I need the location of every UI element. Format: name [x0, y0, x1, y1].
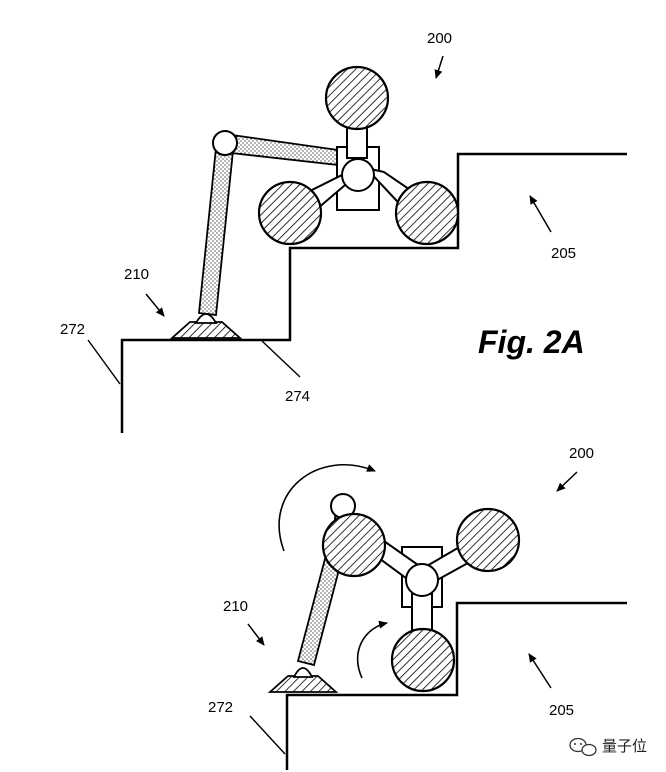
bottom-hub	[405, 563, 439, 597]
top-ref-205: 205	[551, 245, 576, 262]
top-ref-210: 210	[124, 266, 149, 283]
bottom-arm-foot	[267, 675, 339, 693]
top-leader-274	[261, 340, 301, 378]
top-wheel-right	[394, 180, 460, 246]
watermark: 量子位	[569, 737, 647, 757]
top-arrow-205	[529, 195, 552, 233]
bottom-arrow-210	[247, 623, 265, 646]
top-hub	[341, 158, 375, 192]
top-arm-lower	[198, 146, 234, 317]
top-ref-272: 272	[60, 321, 85, 338]
top-ref-274: 274	[285, 388, 310, 405]
bottom-wheel-lower	[390, 627, 456, 693]
bottom-ref-210: 210	[223, 598, 248, 615]
rotation-arrow-small	[356, 620, 388, 679]
bottom-leader-272	[249, 715, 286, 755]
bottom-ref-205: 205	[549, 702, 574, 719]
top-arm-upper	[220, 132, 339, 167]
bottom-stairs	[285, 601, 627, 770]
bottom-figure: 200 205 210 272	[208, 445, 627, 770]
top-figure: 200 205 210 272 274 Fig. 2A	[60, 30, 627, 433]
bottom-wheel-right	[455, 507, 521, 573]
bottom-arrow-205	[528, 653, 552, 689]
rotation-arrow-large	[278, 464, 376, 552]
top-arrow-200	[434, 55, 444, 79]
top-arm-elbow-joint	[212, 130, 238, 156]
bottom-ref-272: 272	[208, 699, 233, 716]
bottom-wheel-left	[321, 512, 387, 578]
top-wheel-upper	[324, 65, 390, 131]
top-wheel-left	[257, 180, 323, 246]
top-leader-272	[87, 339, 121, 385]
wechat-logo-icon	[569, 737, 597, 757]
figure-label: Fig. 2A	[478, 324, 585, 360]
top-ref-200: 200	[427, 30, 452, 47]
bottom-ref-200: 200	[569, 445, 594, 462]
top-stairs	[120, 152, 627, 433]
bottom-arrow-200	[556, 471, 578, 492]
top-arrow-210	[145, 293, 165, 317]
top-arm-foot	[169, 321, 243, 339]
watermark-text: 量子位	[602, 737, 647, 755]
